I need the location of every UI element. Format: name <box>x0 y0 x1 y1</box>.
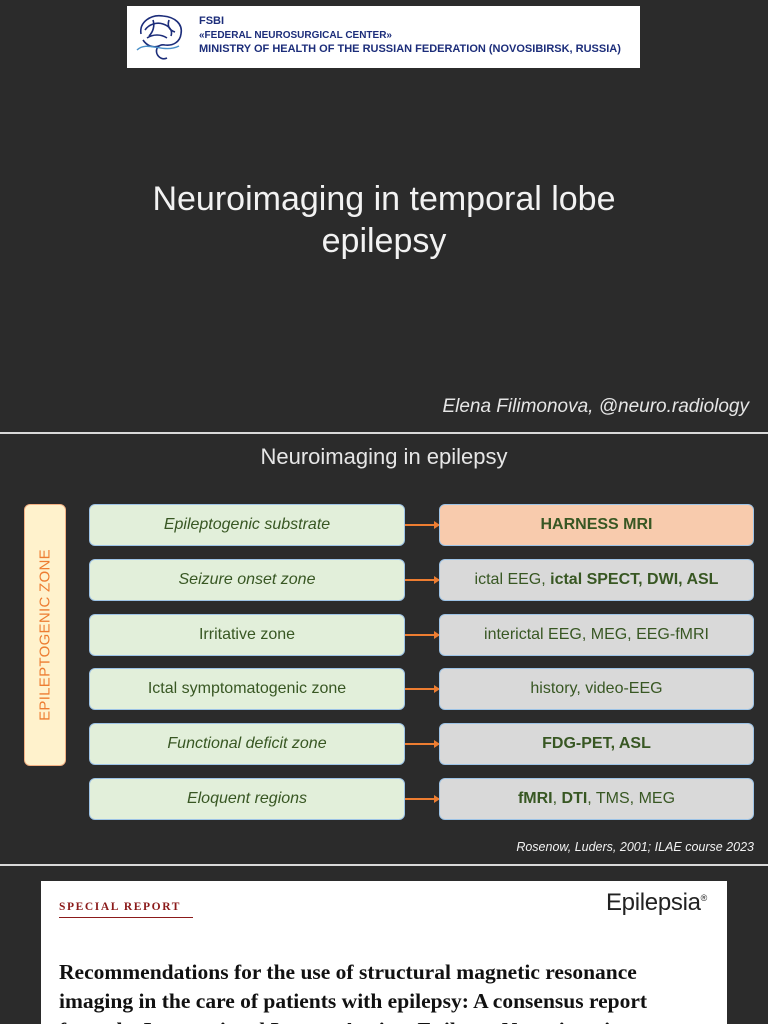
method-text: , <box>552 790 562 807</box>
slide-separator <box>0 864 768 866</box>
zone-label-box: Eloquent regions <box>89 778 405 820</box>
presentation-title: Neuroimaging in temporal lobe epilepsy <box>84 178 684 262</box>
zone-row: Functional deficit zone FDG-PET, ASL <box>0 723 768 767</box>
banner-line-fsbi: FSBI <box>199 15 225 27</box>
title-line-2: epilepsy <box>321 222 447 260</box>
method-bold-text: fMRI <box>517 790 553 807</box>
zone-row: Irritative zone interictal EEG, MEG, EEG… <box>0 614 768 658</box>
zone-label-box: Epileptogenic substrate <box>89 504 405 546</box>
arrow-icon <box>405 740 440 748</box>
slide-separator <box>0 432 768 434</box>
journal-title: Epilepsia <box>605 889 701 916</box>
method-text: ictal EEG, <box>474 571 551 588</box>
author-credit: Elena Filimonova, @neuro.radiology <box>442 396 749 417</box>
method-box: fMRI, DTI, TMS, MEG <box>439 778 754 820</box>
method-bold-text: DTI <box>561 790 588 807</box>
paper-excerpt: SPECIAL REPORT Epilepsia® Recommendation… <box>41 881 727 1024</box>
paper-slide: SPECIAL REPORT Epilepsia® Recommendation… <box>0 866 768 1024</box>
banner-line-center: «FEDERAL NEUROSURGICAL CENTER» <box>199 29 392 41</box>
method-text: , TMS, MEG <box>587 790 676 807</box>
paper-title-line-3: from the International League Against Ep… <box>59 1016 719 1024</box>
epileptogenic-zone-bar: EPILEPTOGENIC ZONE <box>24 504 66 766</box>
brain-logo-icon <box>136 14 183 60</box>
method-bold-text: HARNESS MRI <box>540 516 653 533</box>
zone-row: Ictal symptomatogenic zone history, vide… <box>0 668 768 712</box>
zone-row: Seizure onset zone ictal EEG, ictal SPEC… <box>0 559 768 603</box>
zone-row: Epileptogenic substrate HARNESS MRI <box>0 504 768 548</box>
method-text: interictal EEG, MEG, EEG-fMRI <box>484 626 709 643</box>
arrow-icon <box>405 631 440 639</box>
method-bold-text: FDG-PET, ASL <box>542 735 651 752</box>
arrow-icon <box>405 576 440 584</box>
special-report-label: SPECIAL REPORT <box>59 901 182 913</box>
zone-row: Eloquent regions fMRI, DTI, TMS, MEG <box>0 778 768 822</box>
paper-title: Recommendations for the use of structura… <box>59 958 719 1024</box>
title-line-1: Neuroimaging in temporal lobe <box>152 180 616 218</box>
method-box: interictal EEG, MEG, EEG-fMRI <box>439 614 754 656</box>
arrow-icon <box>405 685 440 693</box>
method-text: history, video-EEG <box>530 680 663 697</box>
citation: Rosenow, Luders, 2001; ILAE course 2023 <box>516 840 754 854</box>
arrow-icon <box>405 795 440 803</box>
method-box: ictal EEG, ictal SPECT, DWI, ASL <box>439 559 754 601</box>
arrow-icon <box>405 521 440 529</box>
paper-title-line-1: Recommendations for the use of structura… <box>59 960 637 984</box>
institution-banner: FSBI «FEDERAL NEUROSURGICAL CENTER» MINI… <box>127 6 640 68</box>
method-bold-text: ictal SPECT, DWI, ASL <box>550 571 719 588</box>
zone-label-box: Ictal symptomatogenic zone <box>89 668 405 710</box>
registered-mark: ® <box>700 893 708 903</box>
method-box: FDG-PET, ASL <box>439 723 754 765</box>
method-box: HARNESS MRI <box>439 504 754 546</box>
banner-line-ministry: MINISTRY OF HEALTH OF THE RUSSIAN FEDERA… <box>199 43 621 56</box>
method-box: history, video-EEG <box>439 668 754 710</box>
banner-text: FSBI «FEDERAL NEUROSURGICAL CENTER» MINI… <box>199 14 621 57</box>
zone-label-box: Irritative zone <box>89 614 405 656</box>
zone-label-box: Seizure onset zone <box>89 559 405 601</box>
epilepsy-zones-slide: Neuroimaging in epilepsy EPILEPTOGENIC Z… <box>0 434 768 864</box>
slide-title: Neuroimaging in epilepsy <box>260 444 508 469</box>
title-slide: FSBI «FEDERAL NEUROSURGICAL CENTER» MINI… <box>0 0 768 432</box>
zone-label-box: Functional deficit zone <box>89 723 405 765</box>
journal-name: Epilepsia® <box>606 889 707 917</box>
special-report-underline <box>59 917 193 918</box>
paper-title-line-2: imaging in the care of patients with epi… <box>59 989 648 1013</box>
